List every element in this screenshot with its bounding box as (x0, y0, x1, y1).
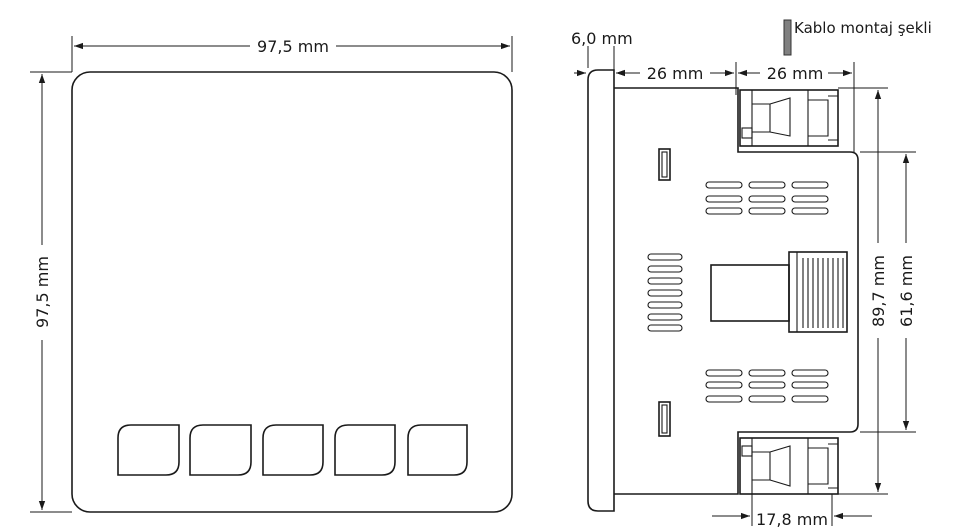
latch-bottom (658, 401, 671, 437)
rear-terminal (710, 251, 848, 333)
bottom-label: 17,8 mm (756, 510, 828, 529)
front-button-2 (189, 424, 252, 476)
height-label-2: 61,6 mm (897, 255, 916, 327)
front-button-3 (262, 424, 324, 476)
front-height-dimension: 97,5 mm (33, 74, 52, 510)
front-button-5 (407, 424, 468, 476)
depth-dimension-1: 26 mm (616, 62, 737, 95)
depth-label-2: 26 mm (767, 64, 824, 83)
front-height-label: 97,5 mm (33, 256, 52, 328)
height-dimension-2: 61,6 mm (860, 151, 916, 433)
front-width-label: 97,5 mm (257, 37, 329, 56)
flange-label: 6,0 mm (571, 29, 633, 48)
cable-mount-swatch (783, 19, 792, 56)
depth-label-1: 26 mm (647, 64, 704, 83)
vent-slots-upper (705, 181, 829, 215)
bottom-dimension: 17,8 mm (712, 494, 872, 529)
latch-top (658, 148, 671, 181)
front-button-4 (334, 424, 396, 476)
front-buttons (117, 424, 468, 476)
front-button-1 (117, 424, 180, 476)
side-flange (587, 69, 615, 512)
flange-dimension: 6,0 mm (571, 29, 633, 85)
side-view: 6,0 mm 26 mm 26 mm Kablo montaj şekli (571, 19, 932, 529)
top-connector (739, 89, 839, 147)
vent-slots-side (647, 253, 683, 332)
side-housing (614, 87, 859, 495)
front-view: 97,5 mm 97,5 mm (30, 36, 513, 513)
front-panel (71, 71, 513, 513)
bottom-connector (739, 437, 839, 495)
cable-mount-legend: Kablo montaj şekli (783, 19, 932, 56)
height-dimension-1: 89,7 mm (838, 87, 888, 495)
vent-slots-lower (705, 369, 829, 403)
depth-dimension-2: 26 mm (738, 62, 855, 152)
front-width-dimension: 97,5 mm (74, 37, 510, 56)
cable-mount-legend-label: Kablo montaj şekli (794, 19, 932, 37)
height-label-1: 89,7 mm (869, 255, 888, 327)
